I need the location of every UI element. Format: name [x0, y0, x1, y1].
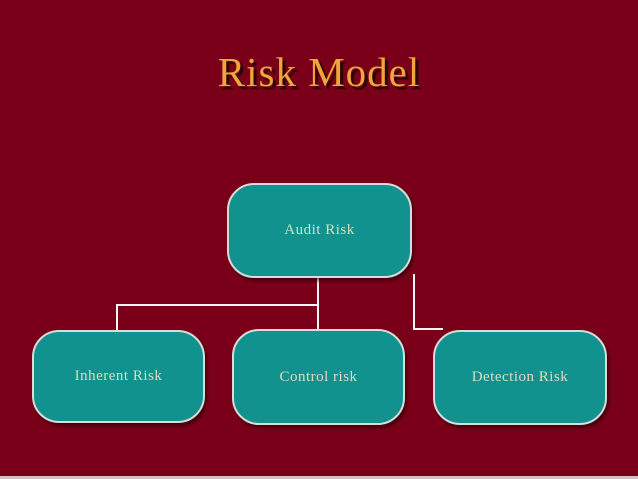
node-detection-risk-label: Detection Risk	[471, 369, 569, 385]
connector-right-stub	[413, 328, 443, 330]
node-detection-risk: Detection Risk	[433, 330, 607, 425]
slide-title: Risk Model	[217, 49, 421, 95]
footer-strip	[0, 476, 638, 479]
node-control-risk: Control risk	[232, 329, 405, 425]
connector-drop-inherent	[116, 304, 118, 331]
node-inherent-risk-label: Inherent Risk	[74, 368, 163, 384]
connector-left-rail	[116, 304, 319, 306]
connector-right-drop	[413, 274, 415, 330]
node-inherent-risk: Inherent Risk	[32, 330, 205, 423]
node-audit-risk: Audit Risk	[227, 183, 412, 278]
node-audit-risk-label: Audit Risk	[284, 222, 355, 238]
node-control-risk-label: Control risk	[279, 368, 358, 385]
